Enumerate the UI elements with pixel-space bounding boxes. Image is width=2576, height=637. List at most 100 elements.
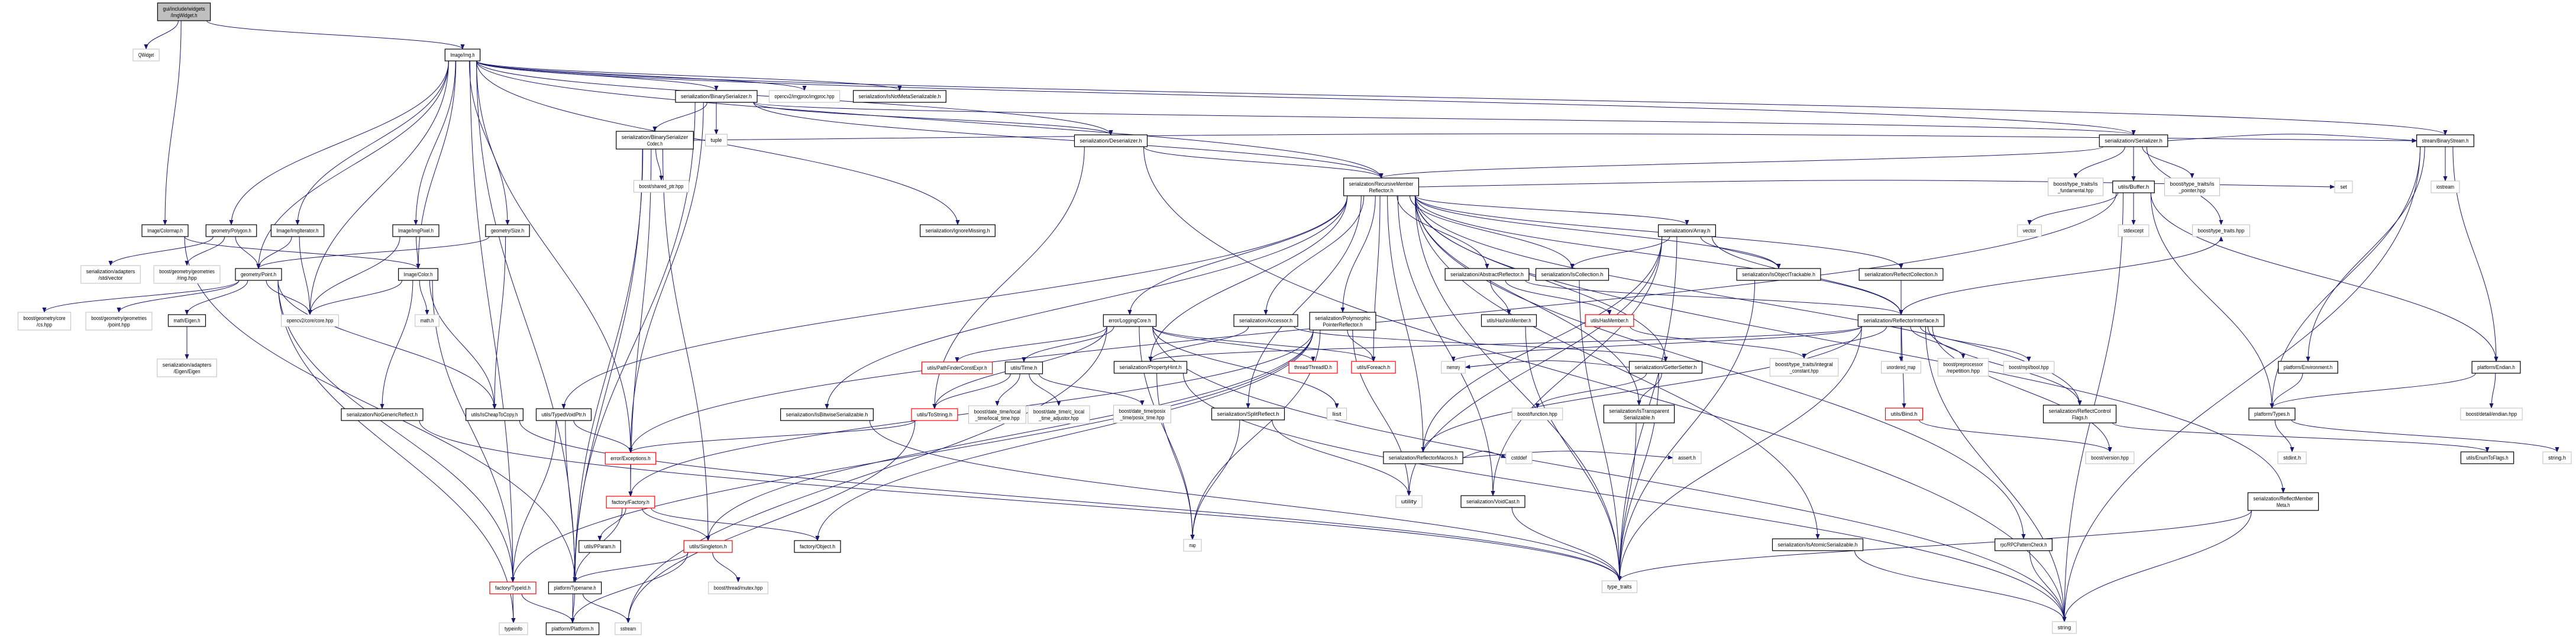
node-box <box>1601 580 1638 593</box>
node-version: boost/version.hpp <box>2085 451 2135 464</box>
node-split[interactable]: serialization/SplitReflect.h <box>1211 408 1285 421</box>
node-factory[interactable]: factory/Factory.h <box>606 496 655 509</box>
node-singleton[interactable]: utils/Singleton.h <box>683 540 733 553</box>
node-polygon[interactable]: geometry/Polygon.h <box>205 224 257 237</box>
node-nogeneric[interactable]: serialization/NoGenericReflect.h <box>341 408 424 421</box>
node-reflcoll[interactable]: serialization/ReflectCollection.h <box>1859 268 1944 281</box>
edge-deser-to-string <box>1143 146 2067 622</box>
node-label: serialization/IsBitwiseSerializable.h <box>786 412 868 418</box>
node-label: boost/type_traits/integral_constant.hpp <box>1775 361 1833 374</box>
node-isnotmeta[interactable]: serialization/IsNotMetaSerializable.h <box>853 90 946 103</box>
node-bind[interactable]: utils/Bind.h <box>1885 408 1924 421</box>
node-propertyhint[interactable]: serialization/PropertyHint.h <box>1113 361 1188 374</box>
node-iscoll[interactable]: serialization/IsCollection.h <box>1535 268 1609 281</box>
edge-color-to-cheap <box>429 280 497 409</box>
node-foreach[interactable]: utils/Foreach.h <box>1351 361 1396 374</box>
node-env[interactable]: platform/Environment.h <box>2278 361 2338 374</box>
node-box <box>341 408 424 421</box>
node-imgiter[interactable]: Image/ImgIterator.h <box>270 224 325 237</box>
node-bitwise[interactable]: serialization/IsBitwiseSerializable.h <box>780 408 874 421</box>
node-cheap[interactable]: utils/IsCheapToCopy.h <box>466 408 523 421</box>
node-box <box>2118 224 2150 237</box>
node-label-line: platform/Types.h <box>2254 411 2290 417</box>
node-platform[interactable]: platform/Platform.h <box>545 622 600 635</box>
edge-factory-to-pparam <box>597 507 626 541</box>
node-root[interactable]: gui/include/widgets/ImgWidget.h <box>157 2 211 21</box>
node-hasmem[interactable]: utils/HasMember.h <box>1585 314 1634 327</box>
node-enumflags[interactable]: utils/EnumToFlags.h <box>2460 451 2514 464</box>
edge-size-to-cheap <box>492 236 506 409</box>
node-box <box>921 361 993 374</box>
edge-rmr-to-propertyhint <box>1148 195 1348 362</box>
node-array[interactable]: serialization/Array.h <box>1658 224 1716 237</box>
edge-array-to-macros <box>1421 236 1663 452</box>
node-getset[interactable]: serialization/GetterSetter.h <box>1628 361 1703 374</box>
edge-binstream-to-env <box>2306 146 2425 362</box>
node-colormap[interactable]: Image/Colormap.h <box>141 224 189 237</box>
node-endian[interactable]: platform/Endian.h <box>2471 361 2521 374</box>
node-reflintf[interactable]: serialization/ReflectorInterface.h <box>1857 314 1945 327</box>
node-abstract[interactable]: serialization/AbstractReflector.h <box>1444 268 1530 281</box>
node-typedvoid[interactable]: utils/TypedVoidPtr.h <box>535 408 592 421</box>
node-tostring[interactable]: utils/ToString.h <box>911 408 958 421</box>
node-typeid[interactable]: factory/TypeId.h <box>489 581 536 594</box>
edge-rmr-to-typedvoid <box>561 195 1348 409</box>
node-logging[interactable]: error/LoggingCore.h <box>1103 314 1157 327</box>
node-exceptions[interactable]: error/Exceptions.h <box>605 452 657 465</box>
node-atomic[interactable]: serialization/IsAtomicSerializable.h <box>1772 538 1864 551</box>
node-serializer[interactable]: serialization/Serializer.h <box>2099 134 2168 147</box>
node-typename[interactable]: platform/Typename.h <box>548 581 602 594</box>
node-qwidget: QWidget <box>132 48 160 62</box>
node-ignoremissing[interactable]: serialization/IgnoreMissing.h <box>920 224 996 237</box>
node-box <box>1103 314 1157 327</box>
node-label: boost/mpl/bool.hpp <box>2009 364 2049 370</box>
node-rpc[interactable]: rpc/RPCPatternCheck.h <box>1995 538 2053 551</box>
node-object[interactable]: factory/Object.h <box>794 540 841 553</box>
node-time[interactable]: utils/Time.h <box>1004 361 1043 374</box>
node-pathfinder[interactable]: utils/PathFinderConstExpr.h <box>921 361 993 374</box>
node-buffer[interactable]: utils/Buffer.h <box>2112 180 2155 193</box>
node-label: boost/version.hpp <box>2091 455 2129 461</box>
node-voidcast[interactable]: serialization/VoidCast.h <box>1460 495 1525 508</box>
node-box <box>2471 361 2521 374</box>
node-label-line: set <box>2340 184 2347 190</box>
edge-singleton-to-mutex <box>712 552 741 583</box>
edge-root-to-img <box>206 20 465 50</box>
node-trackable[interactable]: serialization/IsObjectTrackable.h <box>1736 268 1821 281</box>
node-set: set <box>2334 180 2353 193</box>
node-color[interactable]: Image/Color.h <box>398 268 438 281</box>
node-label: serialization/Accessor.h <box>1239 318 1292 324</box>
node-types[interactable]: platform/Types.h <box>2248 408 2296 421</box>
node-deser[interactable]: serialization/Deserializer.h <box>1074 134 1148 147</box>
node-point[interactable]: geometry/Point.h <box>235 268 282 281</box>
node-box <box>1027 405 1090 424</box>
node-box <box>1004 361 1043 374</box>
node-accessor[interactable]: serialization/Accessor.h <box>1233 314 1298 327</box>
node-label-line: serialization/IsObjectTrackable.h <box>1742 271 1815 277</box>
edge-buffer-to-types <box>2150 192 2274 409</box>
node-pparam[interactable]: utils/PParam.h <box>578 540 621 553</box>
node-hasnon[interactable]: utils/HasNonMember.h <box>1481 314 1537 327</box>
edge-rmr-to-foreach <box>1371 195 1381 362</box>
node-macros[interactable]: serialization/ReflectorMacros.h <box>1383 451 1463 464</box>
node-img[interactable]: Image/Img.h <box>444 48 481 62</box>
node-binser[interactable]: serialization/BinarySerializer.h <box>675 90 758 103</box>
node-stringh: string.h <box>2542 451 2572 464</box>
node-label-line: boost/detail/endian.hpp <box>2466 411 2517 417</box>
node-label: factory/Object.h <box>800 544 835 549</box>
edge-point-to-gpoint <box>117 280 240 313</box>
node-imgpixel[interactable]: Image/ImgPixel.h <box>392 224 439 237</box>
node-threadid[interactable]: thread/ThreadID.h <box>1288 361 1338 374</box>
node-eigen[interactable]: math/Eigen.h <box>167 314 206 327</box>
node-size[interactable]: geometry/Size.h <box>485 224 530 237</box>
node-binstream[interactable]: stream/BinaryStream.h <box>2416 134 2474 147</box>
node-label: gui/include/widgets/ImgWidget.h <box>163 6 205 18</box>
node-bendian: boost/detail/endian.hpp <box>2460 408 2523 421</box>
